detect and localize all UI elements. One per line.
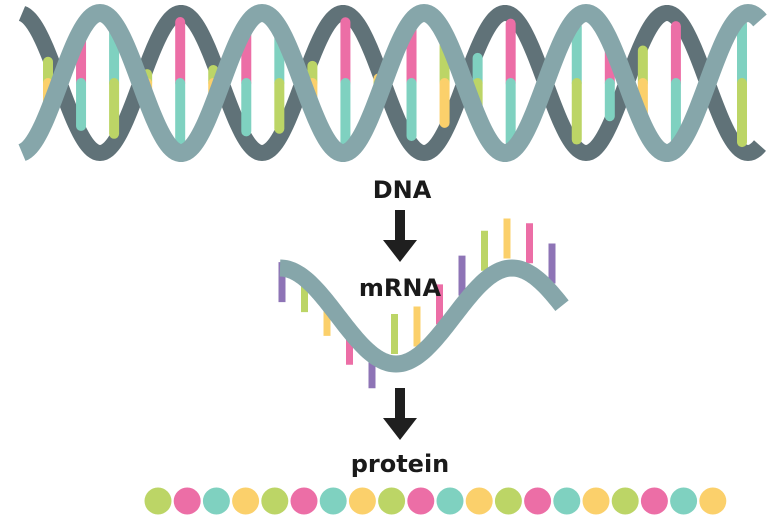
arrow-down-icon xyxy=(383,388,417,440)
amino-acid-bead xyxy=(144,487,172,515)
mrna-backbone xyxy=(279,259,569,373)
amino-acid-bead xyxy=(173,487,201,515)
amino-acid-bead xyxy=(348,487,376,515)
amino-acid-bead xyxy=(378,487,406,515)
dna-double-helix xyxy=(18,3,767,162)
amino-acid-bead xyxy=(290,487,318,515)
protein-label: protein xyxy=(351,450,450,478)
arrow-head xyxy=(383,418,417,440)
amino-acid-bead xyxy=(261,487,289,515)
amino-acid-bead xyxy=(640,487,668,515)
amino-acid-bead xyxy=(611,487,639,515)
amino-acid-bead xyxy=(524,487,552,515)
mrna-label: mRNA xyxy=(359,274,442,302)
amino-acid-bead xyxy=(494,487,522,515)
protein-chain xyxy=(144,487,727,515)
amino-acid-bead xyxy=(465,487,493,515)
mrna-strand xyxy=(278,218,569,389)
arrow-down-icon xyxy=(383,210,417,262)
amino-acid-bead xyxy=(202,487,230,515)
arrow-head xyxy=(383,240,417,262)
amino-acid-bead xyxy=(232,487,260,515)
amino-acid-bead xyxy=(436,487,464,515)
amino-acid-bead xyxy=(407,487,435,515)
dna-label: DNA xyxy=(373,176,432,204)
amino-acid-bead xyxy=(582,487,610,515)
arrow-shaft xyxy=(395,388,405,422)
amino-acid-bead xyxy=(553,487,581,515)
arrow-shaft xyxy=(395,210,405,244)
amino-acid-bead xyxy=(319,487,347,515)
amino-acid-bead xyxy=(699,487,727,515)
amino-acid-bead xyxy=(670,487,698,515)
dna-front-strand xyxy=(18,3,767,162)
